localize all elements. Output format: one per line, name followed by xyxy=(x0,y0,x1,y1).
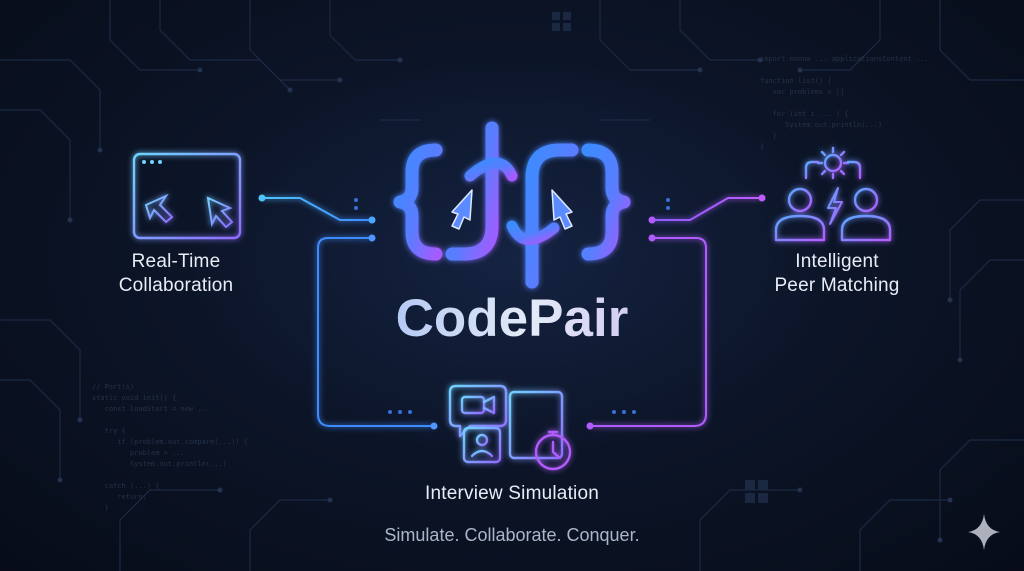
background-code-top-right: import nonna ... applicationsContent ...… xyxy=(760,55,929,151)
logo-cursors xyxy=(451,189,573,230)
matching-label-line2: Peer Matching xyxy=(774,275,900,296)
bracket-cursor-logo-icon xyxy=(393,121,631,289)
peer-matching-icon xyxy=(774,146,892,242)
code-editor-cursors-icon xyxy=(132,152,242,240)
connector-interview-right xyxy=(590,237,707,427)
peer-matching-label: Intelligent Peer Matching xyxy=(752,250,922,298)
code-editor-titlebar-dots xyxy=(142,160,162,164)
connector-nodes xyxy=(258,194,766,430)
background-grid-squares xyxy=(552,12,768,503)
realtime-collaboration-label: Real-Time Collaboration xyxy=(96,250,256,298)
background-code-bottom-left: // Part(s) static void init() { const lo… xyxy=(92,383,248,512)
connector-realtime xyxy=(262,197,372,221)
realtime-label-line2: Collaboration xyxy=(118,275,234,296)
connector-pin-dots xyxy=(354,198,670,414)
sparkle-icon xyxy=(968,514,1000,550)
connector-matching xyxy=(652,197,762,221)
connector-interview-left xyxy=(317,237,434,427)
tagline: Simulate. Collaborate. Conquer. xyxy=(384,525,640,545)
realtime-label-line1: Real-Time xyxy=(131,251,221,272)
matching-label-line1: Intelligent xyxy=(795,251,879,272)
brand-title: CodePair xyxy=(330,287,694,351)
interview-simulation-label: Interview Simulation xyxy=(424,483,600,504)
interview-simulation-icon xyxy=(448,384,572,471)
background-trace-nodes xyxy=(57,57,963,543)
